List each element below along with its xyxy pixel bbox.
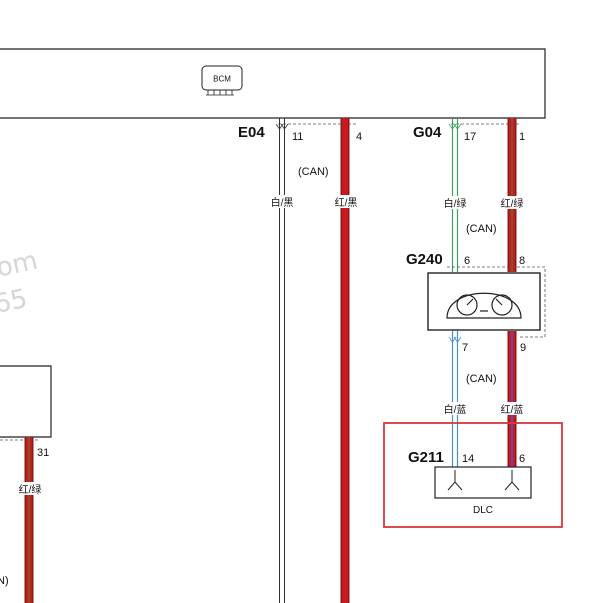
- g04-can-label: (CAN): [466, 223, 497, 235]
- wire-white-green-arrow: [448, 123, 462, 130]
- left-module-body: [0, 365, 52, 438]
- bcm-module: BCM: [0, 48, 546, 119]
- g240-pin-in-b: 8: [519, 255, 525, 267]
- wire-label-red-blue: 红/蓝: [501, 403, 524, 416]
- g240-label: G240: [406, 251, 443, 268]
- label-bg: [498, 196, 528, 209]
- cluster-housing-icon: [446, 292, 522, 319]
- label-bg: [331, 195, 361, 208]
- connector-g211: G211 14 6: [408, 449, 525, 466]
- wire-white-blue-arrow: [448, 336, 462, 343]
- e04-pin-a: 11: [292, 131, 303, 143]
- dlc-pin-b-icon: [504, 470, 520, 491]
- wire-label-left-red-green: 红/绿: [19, 483, 42, 496]
- wire-white-green: [448, 118, 462, 272]
- g240-pin-in-a: 6: [464, 255, 470, 267]
- instrument-cluster-box: [427, 272, 541, 331]
- bcm-icon: [201, 65, 243, 91]
- cluster-gauge-left-icon: [456, 294, 478, 316]
- left-module: 31 红/绿 N): [0, 365, 52, 603]
- label-bg: [440, 402, 470, 415]
- label-bg: [498, 402, 528, 415]
- g240-can-label: (CAN): [466, 373, 497, 385]
- watermark-line2: 65: [0, 284, 30, 320]
- wire-label-red-green: 红/绿: [501, 197, 524, 210]
- cluster-gauge-right-icon: [491, 294, 513, 316]
- g240-pin-out-a: 7: [462, 342, 468, 354]
- left-can-label: N): [0, 575, 9, 587]
- bcm-body: [0, 48, 546, 119]
- wire-label-white-black: 白/黑: [271, 196, 294, 209]
- label-bg: [440, 196, 470, 209]
- dlc-box: [434, 466, 532, 499]
- connector-e04: E04 11 4 (CAN): [238, 123, 362, 178]
- wire-white-blue: [448, 331, 462, 470]
- cluster-needles-icon: [466, 298, 503, 306]
- wire-label-white-blue: 白/蓝: [444, 403, 467, 416]
- g04-label: G04: [413, 124, 442, 141]
- e04-label: E04: [238, 124, 265, 141]
- wire-white-black: [275, 118, 289, 603]
- wire-label-red-black: 红/黑: [335, 196, 358, 209]
- g211-label: G211: [408, 449, 444, 466]
- g04-pin-a: 17: [464, 131, 476, 143]
- label-bg: [15, 482, 45, 495]
- bcm-icon-pins: [206, 90, 234, 96]
- dlc-pin-a-icon: [447, 470, 463, 491]
- e04-can-label: (CAN): [298, 166, 329, 178]
- connector-g240: G240 6 8 7 9: [406, 251, 546, 354]
- e04-pin-b: 4: [356, 131, 362, 143]
- highlight-box: [383, 422, 563, 528]
- g240-pin-out-b: 9: [520, 342, 526, 354]
- left-pin-label: 31: [37, 447, 49, 459]
- bcm-label: BCM: [213, 75, 231, 84]
- wire-label-white-green: 白/绿: [444, 197, 467, 210]
- g04-pin-b: 1: [519, 131, 525, 143]
- instrument-cluster-icon: [446, 292, 522, 319]
- wire-white-black-arrow: [275, 123, 289, 130]
- connector-g04: G04 17 1 (CAN): [413, 123, 525, 235]
- dlc-label: DLC: [473, 505, 493, 516]
- g240-outline: [447, 266, 546, 338]
- label-bg: [266, 195, 296, 208]
- watermark-line1: om: [0, 246, 40, 284]
- g211-pin-b: 6: [519, 453, 525, 465]
- g211-pin-a: 14: [462, 453, 474, 465]
